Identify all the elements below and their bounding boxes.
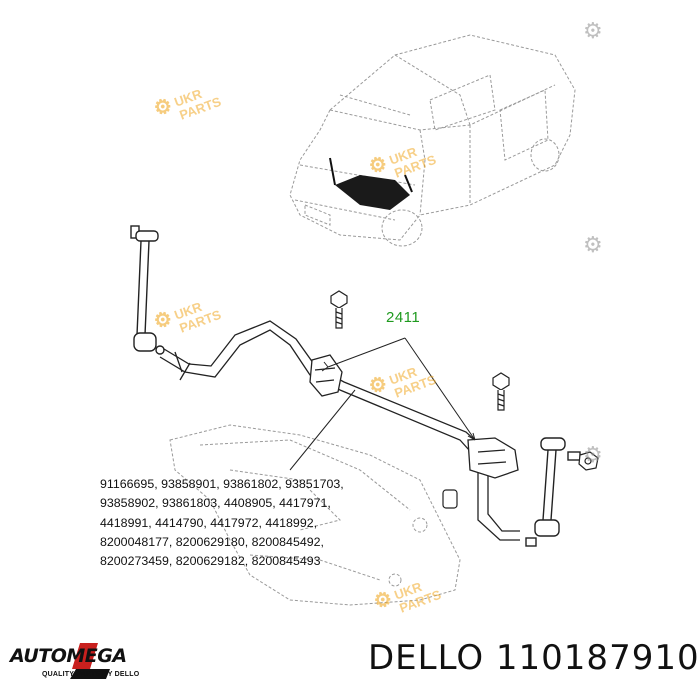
subframe-outline bbox=[169, 424, 461, 606]
gear-icon: ⚙ bbox=[583, 442, 603, 467]
bolt-right bbox=[492, 372, 510, 411]
vehicle-suspension-highlight bbox=[329, 157, 413, 210]
part-numbers-line: 8200048177, 8200629180, 8200845492, bbox=[100, 534, 324, 549]
gear-icon: ⚙ bbox=[583, 18, 603, 43]
gear-icon: ⚙ bbox=[583, 232, 603, 257]
callout-leaders bbox=[289, 337, 476, 471]
left-stabilizer-link bbox=[130, 225, 165, 355]
vehicle-outline bbox=[289, 34, 576, 247]
nut-right bbox=[578, 451, 599, 471]
logo-wordmark: AUTOMEGA bbox=[10, 645, 127, 667]
part-numbers-line: 4418991, 4414790, 4417972, 4418992, bbox=[100, 515, 318, 530]
part-numbers-list: 91166695, 93858901, 93861802, 93851703, … bbox=[100, 475, 344, 571]
logo-mark bbox=[70, 643, 110, 679]
automega-logo: AUTOMEGA QUALITY PARTS BY DELLO bbox=[10, 641, 150, 687]
product-title: DELLO 110187910 bbox=[368, 638, 700, 678]
bolt-left bbox=[330, 290, 348, 329]
right-stabilizer-link bbox=[525, 437, 581, 547]
part-numbers-line: 93858902, 93861803, 4408905, 4417971, bbox=[100, 496, 331, 511]
part-numbers-line: 8200273459, 8200629182, 8200845493 bbox=[100, 554, 321, 569]
bushing-small bbox=[442, 489, 458, 509]
part-numbers-line: 91166695, 93858901, 93861802, 93851703, bbox=[100, 477, 344, 491]
callout-number: 2411 bbox=[386, 309, 421, 326]
logo-tagline: QUALITY PARTS BY DELLO bbox=[42, 671, 140, 678]
